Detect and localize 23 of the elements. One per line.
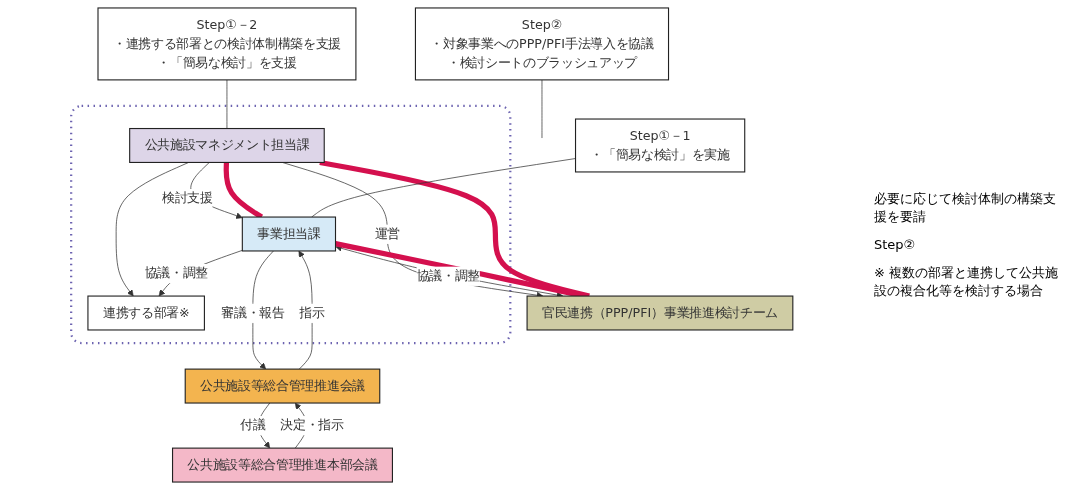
connector — [226, 79, 228, 129]
note-text: Step② — [874, 235, 917, 254]
edge-label: 指示 — [299, 305, 325, 320]
node-box: 連携する部署※ — [87, 295, 205, 331]
node-box: 事業担当課 — [241, 216, 337, 252]
edge-label: 決定・指示 — [280, 417, 344, 433]
edge-label: 協議・調整 — [416, 267, 480, 283]
node-box: Step①－2 ・連携する部署との検討体制構築を支援 ・「簡易な検討」を支援 — [97, 7, 357, 81]
edge-label: 協議・調整 — [144, 265, 208, 281]
edge-label: 運営 — [374, 225, 400, 241]
node-box: 公共施設等総合管理推進会議 — [184, 368, 381, 404]
node-box: 官民連携（PPP/PFI）事業推進検討チーム — [526, 295, 794, 331]
edge-label: 審議・報告 — [221, 305, 285, 320]
node-box: Step①－1 ・「簡易な検討」を実施 — [574, 118, 746, 173]
node-box: 公共施設等総合管理推進本部会議 — [172, 447, 393, 483]
connector — [311, 158, 576, 218]
note-text: ※ 複数の部署と連携して公共施設の複合化等を検討する場合 — [874, 264, 1060, 301]
note-text: 必要に応じて検討体制の構築支援を要請 — [874, 189, 1057, 226]
node-box: Step② ・対象事業へのPPP/PFI手法導入を協議 ・検討シートのブラッシュアップ — [414, 7, 670, 81]
connector — [541, 79, 543, 139]
node-box: 公共施設マネジメント担当課 — [129, 127, 325, 163]
edge-label: 付議 — [240, 417, 266, 433]
edge-label: 検討支援 — [161, 190, 213, 206]
